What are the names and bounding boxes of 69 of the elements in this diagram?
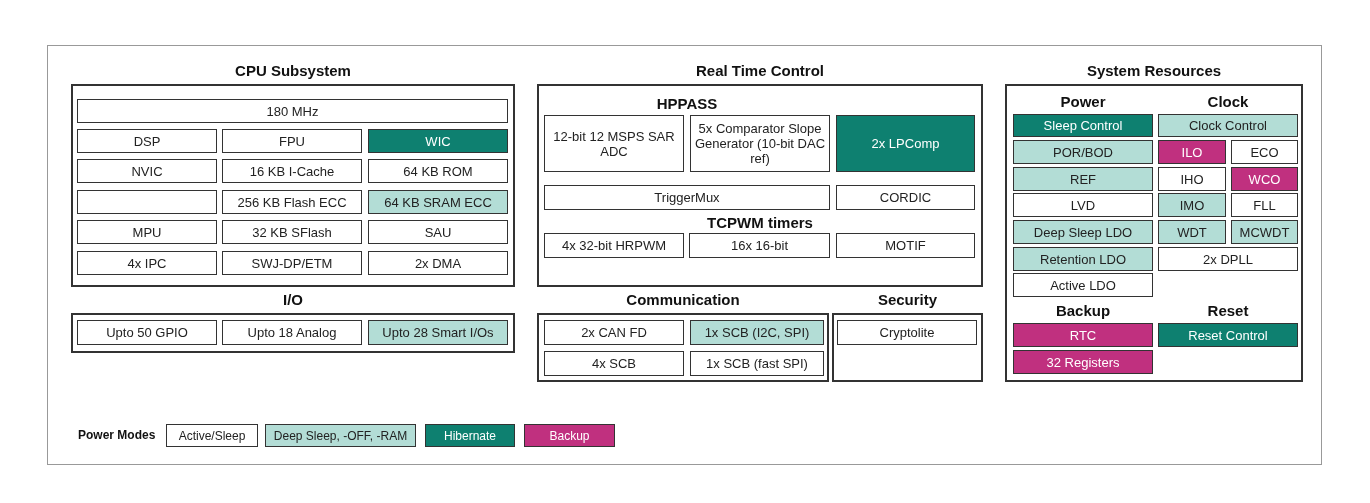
block-box: 16x 16-bit (689, 233, 830, 258)
group-heading: I/O (282, 291, 304, 308)
legend-swatch: Deep Sleep, -OFF, -RAM (265, 424, 416, 447)
block-box: MCWDT (1231, 220, 1298, 244)
block-box: DSP (77, 129, 217, 153)
block-box: LVD (1013, 193, 1153, 217)
empty-block-box (77, 190, 217, 214)
block-box: SAU (368, 220, 508, 244)
block-box: 2x DPLL (1158, 247, 1298, 271)
block-box: 12-bit 12 MSPS SAR ADC (544, 115, 684, 172)
block-box: 2x LPComp (836, 115, 975, 172)
block-box: Sleep Control (1013, 114, 1153, 137)
group-heading: CPU Subsystem (234, 62, 352, 79)
block-box: 64 KB SRAM ECC (368, 190, 508, 214)
block-box: 2x CAN FD (544, 320, 684, 345)
legend-title: Power Modes (78, 428, 156, 442)
section-heading: Clock (1207, 93, 1249, 110)
block-box: ECO (1231, 140, 1298, 164)
block-box: Clock Control (1158, 114, 1298, 137)
block-box: WIC (368, 129, 508, 153)
block-box: Deep Sleep LDO (1013, 220, 1153, 244)
block-box: FPU (222, 129, 362, 153)
block-box: MPU (77, 220, 217, 244)
block-box: 16 KB I-Cache (222, 159, 362, 183)
block-box: 5x Comparator Slope Generator (10-bit DAC ref) (690, 115, 830, 172)
block-box: RTC (1013, 323, 1153, 347)
legend-swatch: Backup (524, 424, 615, 447)
block-box: Active LDO (1013, 273, 1153, 297)
block-box: Retention LDO (1013, 247, 1153, 271)
block-box: 1x SCB (I2C, SPI) (690, 320, 824, 345)
block-box: POR/BOD (1013, 140, 1153, 164)
block-box: Upto 28 Smart I/Os (368, 320, 508, 345)
block-box: REF (1013, 167, 1153, 191)
block-box: WCO (1231, 167, 1298, 191)
block-box: 4x SCB (544, 351, 684, 376)
legend-swatch: Active/Sleep (166, 424, 258, 447)
block-box: Reset Control (1158, 323, 1298, 347)
block-box: Upto 50 GPIO (77, 320, 217, 345)
legend-swatch: Hibernate (425, 424, 515, 447)
block-box: 4x IPC (77, 251, 217, 275)
block-box: IHO (1158, 167, 1226, 191)
block-box: SWJ-DP/ETM (222, 251, 362, 275)
group-heading: Real Time Control (694, 62, 826, 79)
block-box: WDT (1158, 220, 1226, 244)
block-box: 32 Registers (1013, 350, 1153, 374)
block-box: TriggerMux (544, 185, 830, 210)
block-box: CORDIC (836, 185, 975, 210)
block-box: NVIC (77, 159, 217, 183)
section-heading: HPPASS (656, 95, 718, 112)
section-heading: TCPWM timers (707, 214, 813, 231)
group-heading: Security (876, 291, 939, 308)
block-box: 256 KB Flash ECC (222, 190, 362, 214)
block-box: ILO (1158, 140, 1226, 164)
section-heading: Power (1060, 93, 1106, 110)
section-heading: Reset (1207, 302, 1249, 319)
block-box: 180 MHz (77, 99, 508, 123)
group-heading: Communication (625, 291, 741, 308)
block-box: IMO (1158, 193, 1226, 217)
block-box: Upto 18 Analog (222, 320, 362, 345)
block-box: Cryptolite (837, 320, 977, 345)
block-box: MOTIF (836, 233, 975, 258)
block-box: FLL (1231, 193, 1298, 217)
block-box: 32 KB SFlash (222, 220, 362, 244)
group-heading: System Resources (1085, 62, 1223, 79)
block-box: 2x DMA (368, 251, 508, 275)
section-heading: Backup (1055, 302, 1111, 319)
block-box: 1x SCB (fast SPI) (690, 351, 824, 376)
block-box: 64 KB ROM (368, 159, 508, 183)
block-box: 4x 32-bit HRPWM (544, 233, 684, 258)
